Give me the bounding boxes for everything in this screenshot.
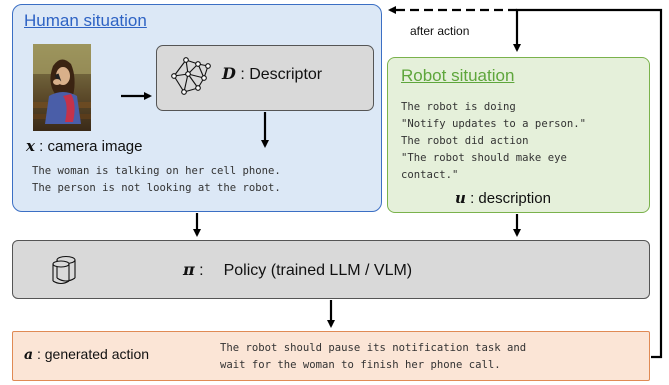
descriptor-text: : Descriptor — [235, 66, 323, 83]
action-symbol: a — [24, 347, 34, 363]
network-icon — [168, 54, 212, 98]
human-description-text: The woman is talking on her cell phone. … — [32, 165, 281, 194]
descriptor-box — [156, 45, 374, 111]
database-icon — [50, 254, 78, 286]
policy-separator: : — [194, 262, 204, 279]
human-situation-title: Human situation — [24, 11, 147, 30]
descriptor-label: D : Descriptor — [222, 64, 322, 84]
policy-label: π : Policy (trained LLM / VLM) — [183, 260, 412, 280]
generated-action-label: a : generated action — [24, 346, 149, 363]
after-action-label: after action — [410, 24, 470, 38]
robot-description-text: The robot is doing "Notify updates to a … — [401, 101, 586, 181]
action-label-text: : generated action — [33, 346, 150, 362]
camera-symbol: x — [26, 137, 35, 155]
generated-action-text: The robot should pause its notification … — [220, 342, 527, 371]
description-symbol: u — [455, 189, 466, 207]
camera-label-text: : camera image — [34, 138, 143, 155]
policy-symbol: π — [183, 260, 195, 279]
description-label: u : description — [455, 189, 551, 207]
camera-image-label: x : camera image — [26, 137, 143, 155]
description-label-text: : description — [465, 190, 551, 207]
descriptor-symbol: D — [222, 64, 236, 83]
camera-image — [33, 44, 91, 131]
robot-situation-title: Robot situation — [401, 66, 515, 85]
policy-text: Policy (trained LLM / VLM) — [223, 262, 413, 279]
